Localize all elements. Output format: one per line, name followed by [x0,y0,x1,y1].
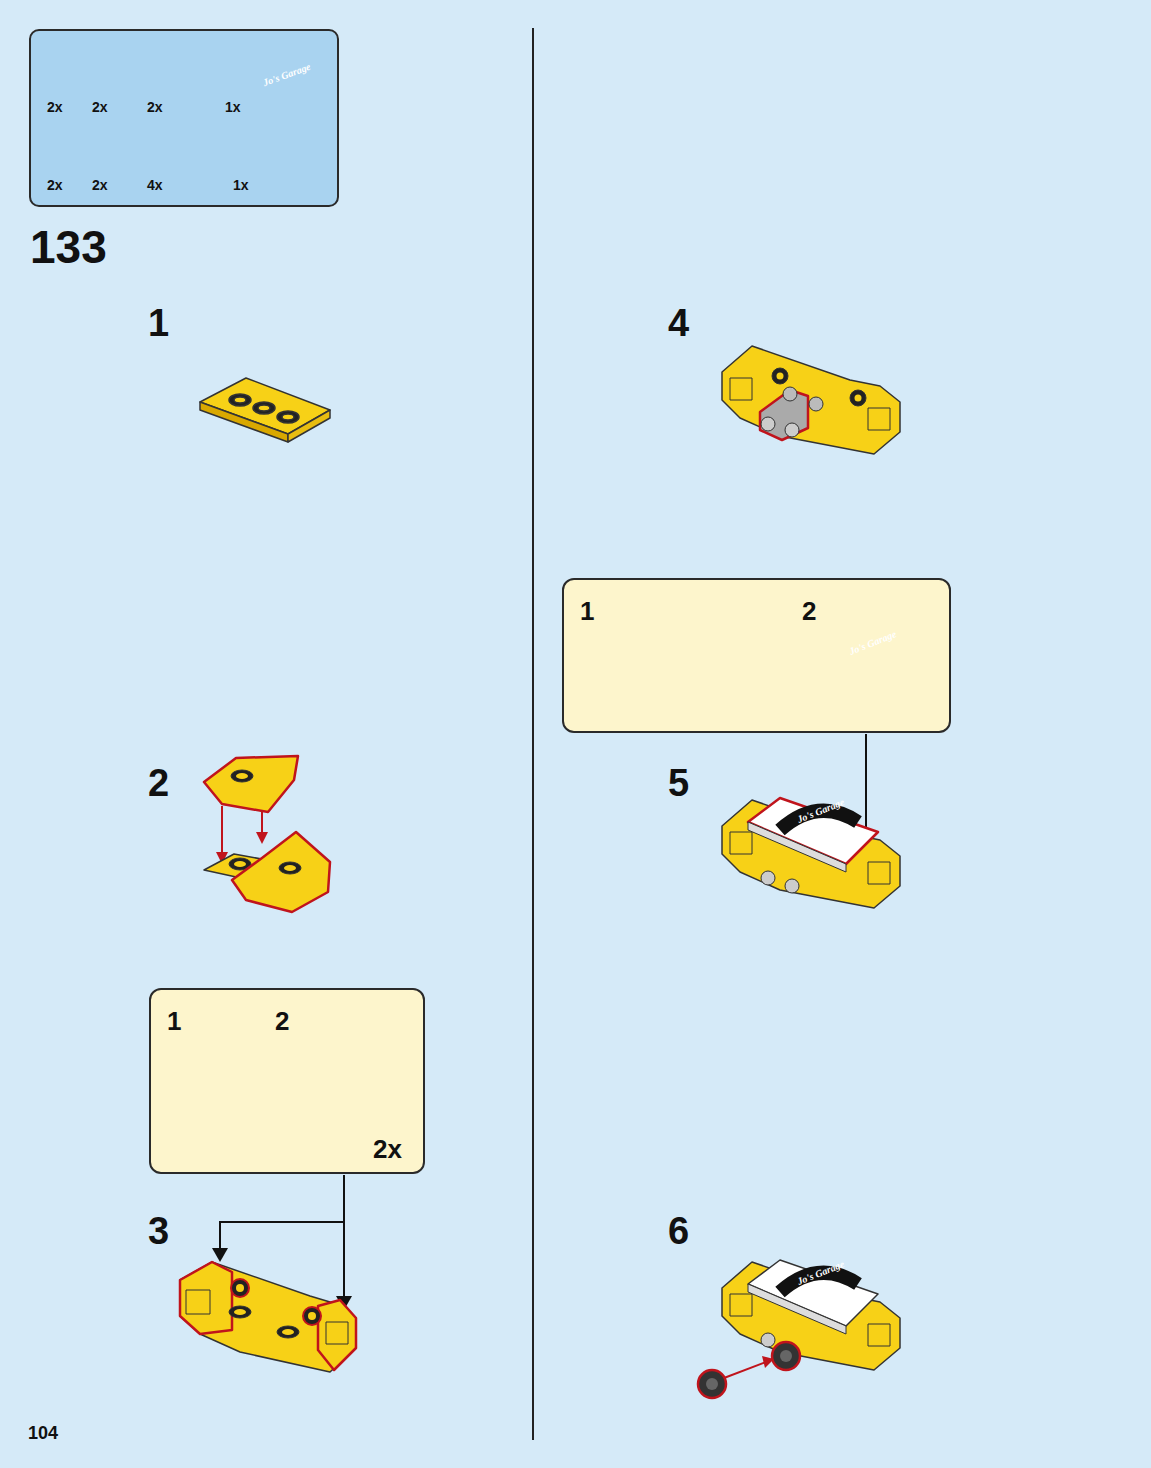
page-divider [532,28,534,1440]
step-number: 5 [668,764,689,802]
step-number: 2 [148,764,169,802]
part-quantity: 2x [47,178,63,192]
step6-model [698,1260,900,1398]
callout1-leader [220,1175,344,1298]
step-number: 6 [668,1212,689,1250]
callout-number: 1 [167,1008,181,1034]
parts-list-box: 2x 2x 2x 1x 2x 2x 4x 1x [29,29,339,207]
step-number: 3 [148,1212,169,1250]
part-quantity: 2x [147,100,163,114]
part-quantity: 2x [47,100,63,114]
set-number: 133 [30,224,107,270]
callout-number: 1 [580,598,594,624]
step5-model [722,798,900,908]
step-number: 4 [668,304,689,342]
step1-plate [200,378,330,442]
part-quantity: 4x [147,178,163,192]
step4-model [722,346,900,454]
step2-wedges [204,756,330,912]
substep-callout: 1 2 2x [149,988,425,1174]
part-quantity: 1x [233,178,249,192]
callout-number: 2 [275,1008,289,1034]
part-quantity: 1x [225,100,241,114]
substep-callout: 12 [562,578,951,733]
callout-number: 2 [802,598,816,624]
arrowhead [212,1248,228,1262]
part-quantity: 2x [92,178,108,192]
callout2-leader [865,734,867,832]
part-quantity: 2x [92,100,108,114]
page-number: 104 [28,1424,58,1442]
callout-number: 2x [373,1136,402,1162]
step3-model [180,1262,356,1372]
step-number: 1 [148,304,169,342]
